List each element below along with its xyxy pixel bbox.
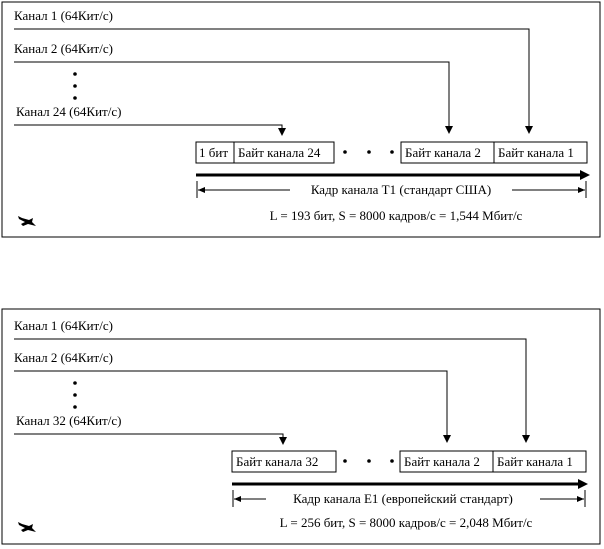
t1-frame-ellipsis	[343, 150, 394, 154]
e1-channel-1-label: Канал 1 (64Кит/с)	[14, 318, 113, 333]
e1-channel-2-label: Канал 2 (64Кит/с)	[14, 350, 113, 365]
t1-frame-length: Кадр канала Т1 (стандарт США)	[196, 181, 587, 198]
e1-channel-ellipsis	[73, 381, 77, 409]
e1-frame: Байт канала 32 Байт канала 2 Байт канала…	[231, 450, 587, 473]
e1-formula: L = 256 бит, S = 8000 кадров/с = 2,048 М…	[280, 515, 533, 530]
t1-formula: L = 193 бит, S = 8000 кадров/с = 1,544 М…	[270, 208, 523, 223]
t1-frame: 1 бит Байт канала 24 Байт канала 2 Байт …	[195, 141, 588, 164]
t1-channel-24-line	[14, 124, 283, 130]
t1-channel-2-arrowhead	[445, 126, 453, 134]
t1-channel-2-label: Канал 2 (64Кит/с)	[14, 41, 113, 56]
e1-channel-32-arrowhead	[279, 437, 287, 445]
t1-frame-caption: Кадр канала Т1 (стандарт США)	[311, 182, 491, 197]
e1-frame-caption: Кадр канала Е1 (европейский стандарт)	[293, 491, 513, 506]
t1-cell-byte-2-label: Байт канала 2	[405, 145, 481, 160]
e1-panel-border	[1, 308, 601, 545]
e1-channel-2-line	[14, 370, 448, 437]
t1-channel-24-arrowhead	[278, 128, 286, 136]
e1-direction-arrowhead	[578, 479, 588, 489]
plane-icon	[18, 216, 36, 226]
t1-channel-2-line	[14, 61, 450, 128]
t1-direction-arrowhead	[580, 170, 590, 180]
e1-frame-ellipsis	[343, 459, 394, 463]
t1-channel-24-label: Канал 24 (64Кит/с)	[16, 104, 121, 119]
t1-diagram: Канал 1 (64Кит/с) Канал 2 (64Кит/с) Кана…	[1, 1, 601, 238]
t1-channel-1-label: Канал 1 (64Кит/с)	[14, 8, 113, 23]
e1-cell-byte-1-label: Байт канала 1	[497, 454, 573, 469]
e1-cell-byte-2-label: Байт канала 2	[404, 454, 480, 469]
t1-cell-byte-1	[493, 141, 588, 164]
t1-channel-1-line	[14, 28, 530, 128]
e1-channel-32-line	[14, 433, 284, 439]
e1-cell-byte-32-label: Байт канала 32	[236, 454, 318, 469]
e1-frame-length: Кадр канала Е1 (европейский стандарт)	[232, 490, 586, 507]
t1-channel-1-arrowhead	[525, 126, 533, 134]
e1-channel-1-arrowhead	[522, 435, 530, 443]
t1-channel-ellipsis	[73, 72, 77, 100]
e1-channel-1-line	[14, 338, 527, 437]
t1-cell-byte-24	[233, 141, 335, 164]
plane-icon	[18, 522, 36, 532]
t1-cell-byte-24-label: Байт канала 24	[238, 145, 321, 160]
t1-cell-byte-1-label: Байт канала 1	[498, 145, 574, 160]
e1-cell-byte-32	[231, 450, 337, 473]
e1-channel-32-label: Канал 32 (64Кит/с)	[16, 413, 121, 428]
t1-cell-framing-bit-label: 1 бит	[199, 145, 228, 160]
e1-cell-byte-1	[492, 450, 587, 473]
e1-channel-2-arrowhead	[443, 435, 451, 443]
e1-diagram: Канал 1 (64Кит/с) Канал 2 (64Кит/с) Кана…	[1, 308, 601, 545]
t1-panel-border	[1, 1, 601, 238]
